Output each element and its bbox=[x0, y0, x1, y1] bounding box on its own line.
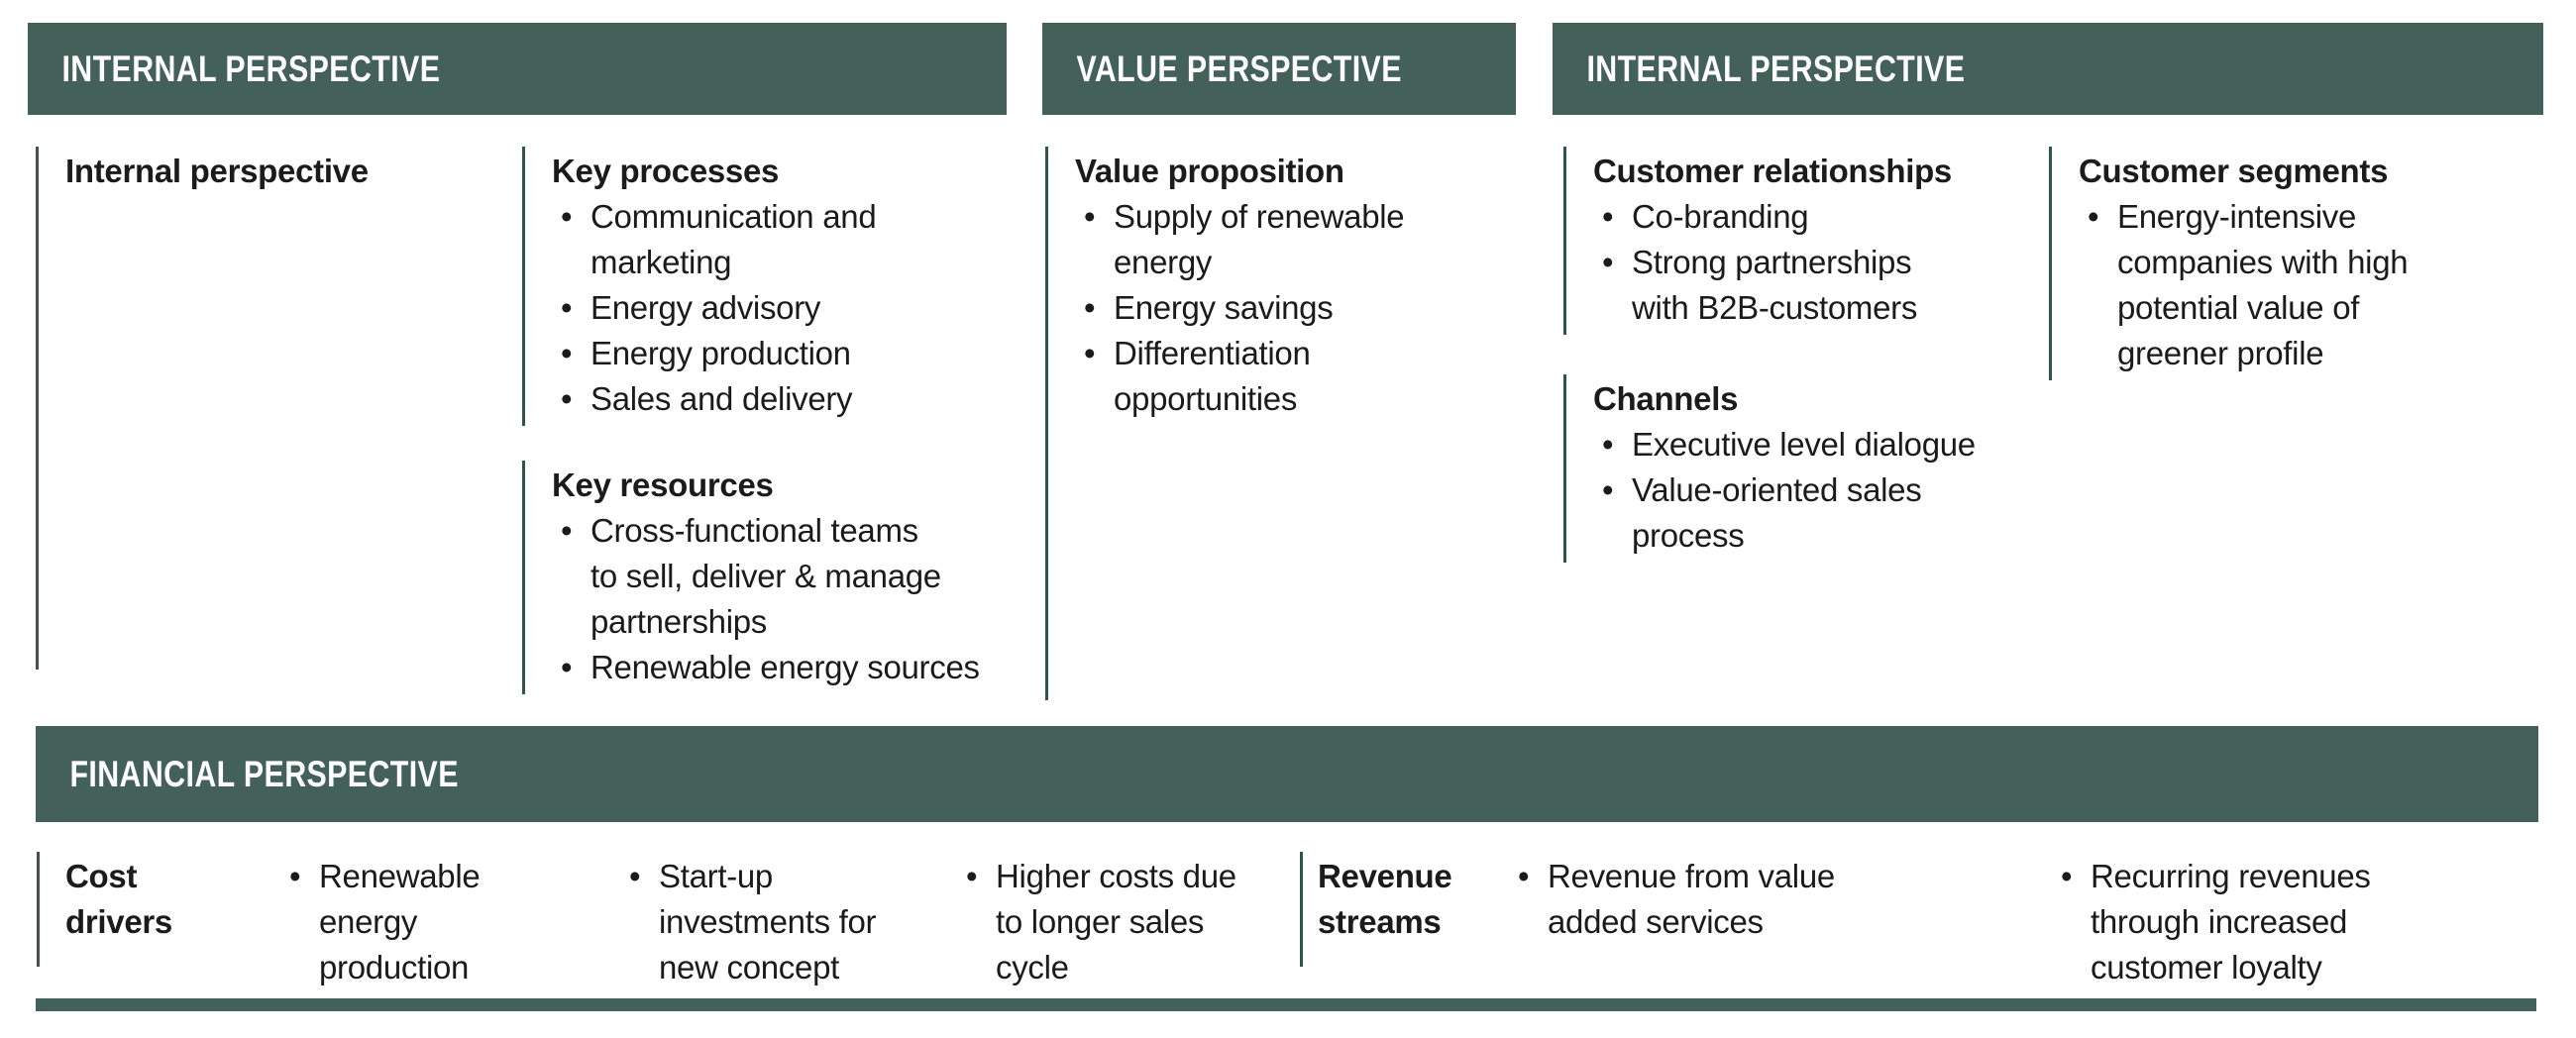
cost-driver-item: Start-up investments for new concept bbox=[620, 854, 986, 990]
cost-driver-item: Renewable energy production bbox=[280, 854, 616, 990]
header-bar-financial: FINANCIAL PERSPECTIVE bbox=[36, 726, 2538, 822]
list-item: Communication and marketing bbox=[552, 194, 1018, 285]
list-item: Co-branding bbox=[1593, 194, 2039, 240]
customer-segments-list: Energy-intensive companies with high pot… bbox=[2079, 194, 2515, 376]
key-processes-list: Communication and marketing Energy advis… bbox=[552, 194, 1018, 422]
section-value-proposition: Value proposition Supply of renewable en… bbox=[1045, 147, 1511, 700]
section-key-processes: Key processes Communication and marketin… bbox=[522, 147, 1018, 426]
header-label-financial: FINANCIAL PERSPECTIVE bbox=[69, 753, 459, 794]
section-title-customer-segments: Customer segments bbox=[2079, 153, 2389, 189]
list-item: Energy advisory bbox=[552, 285, 1018, 331]
revenue-stream-item: Revenue from value added services bbox=[1509, 854, 1974, 945]
list-item: Energy savings bbox=[1075, 285, 1511, 331]
header-label-internal-left: INTERNAL PERSPECTIVE bbox=[61, 48, 441, 89]
section-title-internal-perspective: Internal perspective bbox=[65, 153, 369, 189]
section-channels: Channels Executive level dialogue Value-… bbox=[1563, 374, 2049, 563]
section-title-key-processes: Key processes bbox=[552, 153, 780, 189]
section-customer-segments: Customer segments Energy-intensive compa… bbox=[2049, 147, 2515, 380]
bottom-rule-bar bbox=[36, 998, 2536, 1011]
list-item: Strong partnerships with B2B-customers bbox=[1593, 240, 2039, 331]
list-item: Differentiation opportunities bbox=[1075, 331, 1511, 422]
cost-driver-item: Higher costs due to longer sales cycle bbox=[957, 854, 1323, 990]
revenue-stream-item: Recurring revenues through increased cus… bbox=[2052, 854, 2487, 990]
list-item: Energy-intensive companies with high pot… bbox=[2079, 194, 2515, 376]
list-item: Cross-functional teams to sell, deliver … bbox=[552, 508, 1047, 645]
list-item: Value-oriented sales process bbox=[1593, 467, 2049, 559]
section-customer-relationships: Customer relationships Co-branding Stron… bbox=[1563, 147, 2039, 335]
value-proposition-list: Supply of renewable energy Energy saving… bbox=[1075, 194, 1511, 422]
header-bar-internal-right: INTERNAL PERSPECTIVE bbox=[1553, 23, 2543, 115]
channels-list: Executive level dialogue Value-oriented … bbox=[1593, 422, 2049, 559]
header-bar-internal-left: INTERNAL PERSPECTIVE bbox=[28, 23, 1007, 115]
section-title-key-resources: Key resources bbox=[552, 467, 774, 503]
section-title-cost-drivers: Cost drivers bbox=[65, 858, 172, 940]
list-item: Supply of renewable energy bbox=[1075, 194, 1511, 285]
list-item: Energy production bbox=[552, 331, 1018, 376]
key-resources-list: Cross-functional teams to sell, deliver … bbox=[552, 508, 1047, 690]
header-label-value: VALUE PERSPECTIVE bbox=[1076, 48, 1402, 89]
header-bar-value: VALUE PERSPECTIVE bbox=[1042, 23, 1516, 115]
section-cost-drivers: Cost drivers bbox=[37, 852, 293, 967]
section-key-resources: Key resources Cross-functional teams to … bbox=[522, 461, 1047, 694]
list-item: Sales and delivery bbox=[552, 376, 1018, 422]
list-item: Executive level dialogue bbox=[1593, 422, 2049, 467]
section-title-channels: Channels bbox=[1593, 380, 1739, 417]
section-title-customer-relationships: Customer relationships bbox=[1593, 153, 1952, 189]
section-revenue-streams: Revenue streams bbox=[1300, 852, 1526, 967]
section-internal-perspective: Internal perspective bbox=[36, 147, 491, 670]
list-item: Renewable energy sources bbox=[552, 645, 1047, 690]
section-title-value-proposition: Value proposition bbox=[1075, 153, 1344, 189]
section-title-revenue-streams: Revenue streams bbox=[1318, 858, 1452, 940]
header-label-internal-right: INTERNAL PERSPECTIVE bbox=[1586, 48, 1966, 89]
customer-relationships-list: Co-branding Strong partnerships with B2B… bbox=[1593, 194, 2039, 331]
